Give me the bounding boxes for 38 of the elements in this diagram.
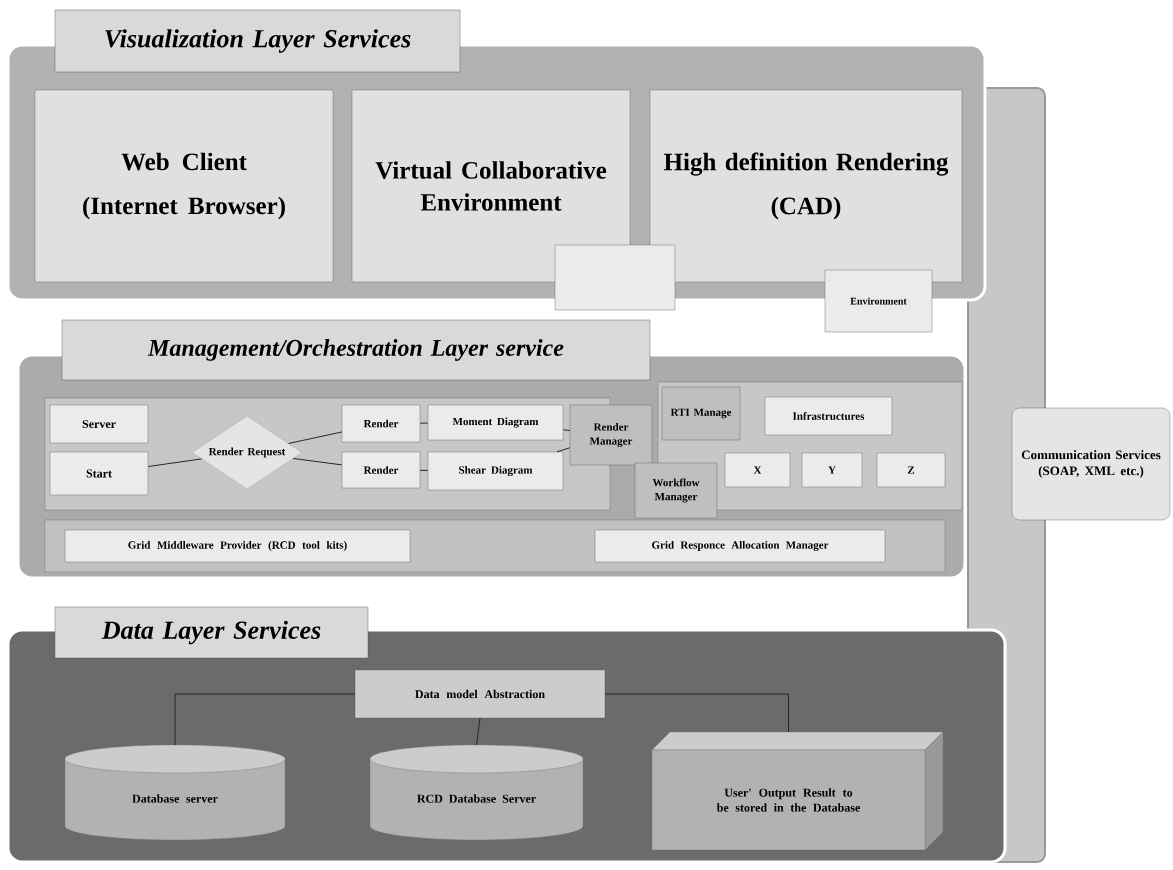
database-cylinder: RCD Database Server bbox=[369, 744, 584, 841]
connector bbox=[419, 469, 429, 471]
connector bbox=[419, 422, 429, 424]
component-box: Render Manager bbox=[569, 404, 653, 466]
connector bbox=[174, 693, 356, 746]
component-box: Render bbox=[341, 451, 421, 489]
service-box: High definition Rendering (CAD) bbox=[649, 89, 963, 283]
layer-heading: Management/Orchestration Layer service bbox=[61, 319, 651, 381]
component-box: Shear Diagram bbox=[427, 451, 564, 491]
connector bbox=[604, 693, 789, 733]
service-box: Web Client (Internet Browser) bbox=[34, 89, 334, 283]
tool-box: Environment bbox=[824, 269, 933, 333]
connector bbox=[476, 717, 481, 746]
component-box: Server bbox=[49, 404, 149, 444]
database-cylinder: Database server bbox=[64, 744, 286, 841]
component-box: Infrastructures bbox=[764, 396, 893, 436]
component-box: Workflow Manager bbox=[634, 462, 718, 519]
component-box: Data model Abstraction bbox=[354, 669, 606, 719]
storage-block: User' Output Result to be stored in the Database bbox=[651, 731, 944, 851]
connector bbox=[556, 447, 571, 453]
component-box: Moment Diagram bbox=[427, 404, 564, 441]
service-box: Communication Services (SOAP, XML etc.) bbox=[1011, 407, 1171, 521]
connector bbox=[562, 429, 571, 432]
component-box: Grid Middleware Provider (RCD tool kits) bbox=[64, 529, 411, 563]
layer-heading: Visualization Layer Services bbox=[54, 9, 461, 73]
component-box: RTI Manage bbox=[661, 386, 741, 441]
layer-heading: Data Layer Services bbox=[54, 606, 369, 659]
service-box: Virtual Collaborative Environment bbox=[351, 89, 631, 283]
component-box: Grid Responce Allocation Manager bbox=[594, 529, 886, 563]
connector bbox=[292, 458, 343, 466]
component-box: Y bbox=[801, 452, 863, 488]
connector bbox=[288, 431, 343, 444]
tool-box bbox=[554, 244, 676, 311]
connector bbox=[147, 458, 202, 467]
component-box: Render bbox=[341, 404, 421, 443]
component-box: Start bbox=[49, 451, 149, 496]
component-box: Z bbox=[876, 452, 946, 488]
component-box: X bbox=[724, 452, 791, 488]
